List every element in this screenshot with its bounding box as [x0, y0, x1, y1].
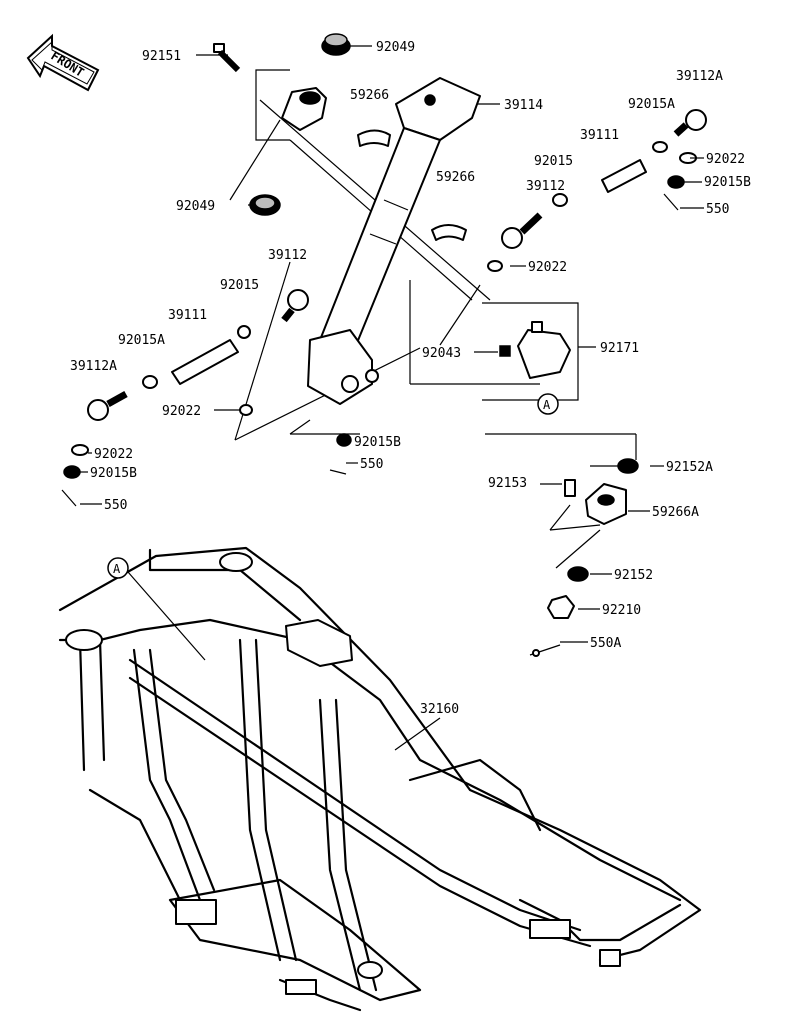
label-550-center: 550: [360, 457, 383, 472]
label-39111-right: 39111: [580, 128, 619, 143]
label-92015A-left: 92015A: [118, 333, 165, 348]
label-32160: 32160: [420, 702, 459, 717]
front-arrow: FRONT: [26, 33, 100, 92]
label-ticks: [80, 157, 704, 643]
bushing-92049-left-glyph: [249, 194, 281, 216]
label-92049-left: 92049: [176, 199, 215, 214]
label-550-right: 550: [706, 202, 729, 217]
label-92171: 92171: [600, 341, 639, 356]
label-39114: 39114: [504, 98, 543, 113]
label-92152: 92152: [614, 568, 653, 583]
label-92043: 92043: [422, 346, 461, 361]
label-550A: 550A: [590, 636, 621, 651]
label-39112-left: 39112: [268, 248, 307, 263]
label-92022-left: 92022: [94, 447, 133, 462]
part-glyphs: A A: [58, 33, 707, 1012]
label-92015B-right: 92015B: [704, 175, 751, 190]
label-39112A-left: 39112A: [70, 359, 117, 374]
callout-a-frame-text: A: [113, 562, 121, 576]
label-59266A: 59266A: [652, 505, 699, 520]
label-39112-right: 39112: [526, 179, 565, 194]
steering-shaft-39114-glyph: [307, 77, 481, 405]
label-59266-a: 59266: [350, 88, 389, 103]
callout-a-top-text: A: [543, 398, 551, 412]
part-labels: 92151 92049 59266 39114 92049 39112A 920…: [70, 40, 751, 717]
label-92015B-center: 92015B: [354, 435, 401, 450]
callout-a-frame: A: [107, 557, 129, 579]
half-bushing-59266-a-glyph: [357, 129, 391, 147]
label-92022-center: 92022: [162, 404, 201, 419]
tie-rod-right-glyph: [487, 109, 707, 272]
callout-a-top: A: [537, 393, 559, 415]
label-92153: 92153: [488, 476, 527, 491]
label-92152A: 92152A: [666, 460, 713, 475]
bushing-92049-top-glyph: [321, 33, 351, 56]
label-550-left: 550: [104, 498, 127, 513]
label-92210: 92210: [602, 603, 641, 618]
clamp-92171-glyph: [499, 321, 571, 379]
clamp-top-glyph: [281, 87, 327, 131]
label-92015A-right: 92015A: [628, 97, 675, 112]
half-bushing-59266-b-glyph: [431, 224, 467, 241]
lower-bushing-group-glyph: [529, 458, 639, 657]
label-39112A-right: 39112A: [676, 69, 723, 84]
bolt-92151-glyph: [213, 43, 241, 73]
label-92015-left: 92015: [220, 278, 259, 293]
label-92022-right-top: 92022: [706, 152, 745, 167]
label-59266-b: 59266: [436, 170, 475, 185]
main-frame-32160-glyph: [58, 546, 702, 1012]
label-92015B-left: 92015B: [90, 466, 137, 481]
tie-rod-left-glyph: [61, 289, 352, 507]
leader-lines: [127, 45, 637, 751]
label-92022-right-mid: 92022: [528, 260, 567, 275]
label-92151: 92151: [142, 49, 181, 64]
label-92049-top: 92049: [376, 40, 415, 55]
label-92015-right: 92015: [534, 154, 573, 169]
label-39111-left: 39111: [168, 308, 207, 323]
